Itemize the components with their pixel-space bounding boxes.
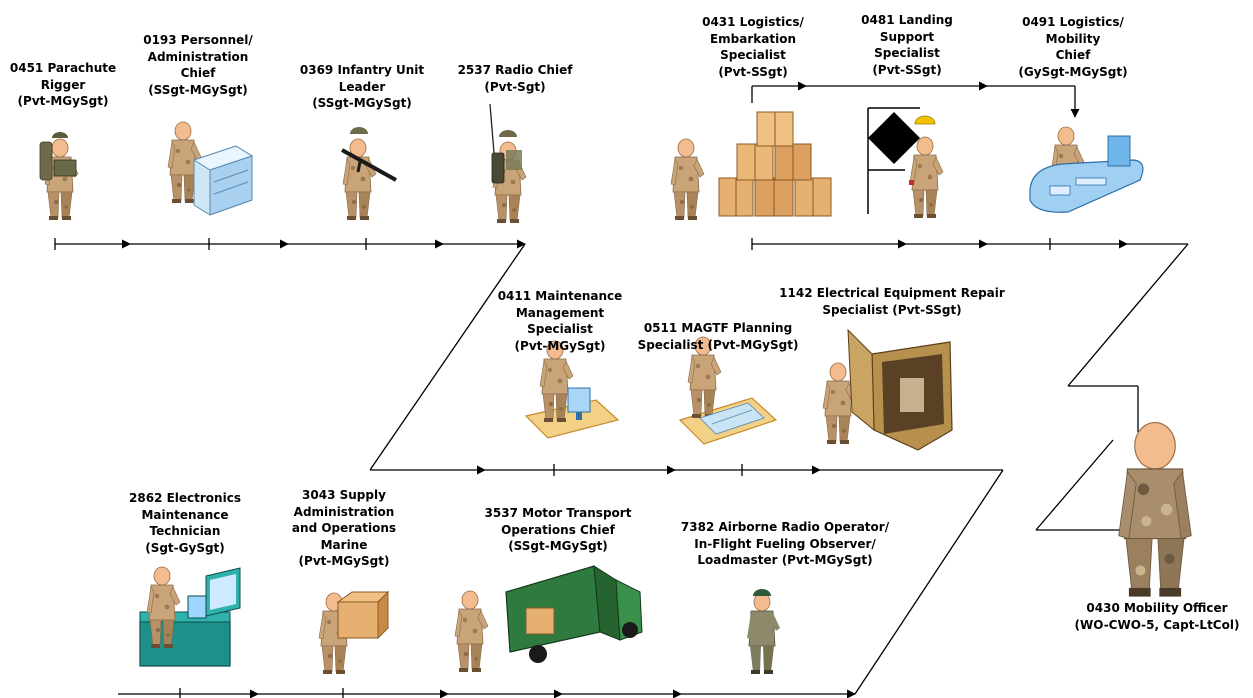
- icon-0481-landing-sign: [867, 107, 944, 219]
- label-line: In-Flight Fueling Observer/: [694, 536, 876, 551]
- label-line: Specialist (Pvt-SSgt): [822, 302, 962, 317]
- label-line: 0193 Personnel/: [143, 33, 253, 47]
- label-line: Marine: [320, 537, 368, 552]
- label-line: (Pvt-MGySgt): [514, 338, 606, 353]
- icon-0451-parachute-rigger: [39, 132, 79, 221]
- label-line: 0451 Parachute: [9, 61, 117, 75]
- label-line: Mobility: [1045, 31, 1101, 46]
- label-3537: 3537 Motor Transport Operations Chief (S…: [475, 505, 641, 555]
- label-line: 0411 Maintenance: [497, 289, 623, 303]
- label-0491: 0491 Logistics/ Mobility Chief (GySgt-MG…: [1012, 14, 1134, 80]
- label-line: (Pvt-MGySgt): [17, 94, 109, 108]
- label-line: (GySgt-MGySgt): [1018, 64, 1128, 79]
- icon-2862-electronics-console: [139, 566, 241, 667]
- label-line: Specialist: [720, 48, 786, 62]
- label-line: 1142 Electrical Equipment Repair: [779, 286, 1005, 300]
- label-line: 7382 Airborne Radio Operator/: [680, 520, 890, 534]
- label-line: 2537 Radio Chief: [457, 63, 573, 77]
- label-line: Chief: [1055, 48, 1091, 62]
- label-line: (Pvt-Sgt): [484, 79, 546, 94]
- label-line: (Pvt-SSgt): [872, 62, 942, 77]
- icon-3043-supply-box: [318, 590, 390, 675]
- label-line: 0481 Landing: [861, 13, 953, 27]
- label-line: (Pvt-MGySgt): [298, 554, 390, 568]
- label-0451: 0451 Parachute Rigger (Pvt-MGySgt): [0, 60, 126, 110]
- icon-3537-truck: [454, 565, 643, 673]
- label-0193: 0193 Personnel/ Administration Chief (SS…: [130, 32, 266, 98]
- label-line: Rigger: [40, 77, 86, 92]
- label-line: (WO-CWO-5, Capt-LtCol): [1074, 617, 1240, 632]
- icon-7382-flight-crew: [747, 589, 780, 674]
- icon-0369-rifle-soldier: [341, 127, 397, 221]
- icon-0430-mobility-officer: [1118, 422, 1192, 597]
- label-line: 0511 MAGTF Planning: [643, 321, 793, 335]
- icon-0511-planning-table: [678, 336, 778, 445]
- label-line: (Sgt-GySgt): [145, 540, 225, 555]
- label-line: (SSgt-MGySgt): [508, 539, 608, 553]
- label-1142: 1142 Electrical Equipment Repair Special…: [772, 285, 1012, 318]
- icon-0193-copier: [167, 121, 254, 216]
- label-0430: 0430 Mobility Officer (WO-CWO-5, Capt-Lt…: [1062, 600, 1252, 633]
- label-line: Embarkation: [709, 31, 797, 46]
- label-0411: 0411 Maintenance Management Specialist (…: [492, 288, 628, 354]
- label-line: 3537 Motor Transport: [484, 506, 632, 520]
- label-2862: 2862 Electronics Maintenance Technician …: [120, 490, 250, 556]
- label-line: Leader: [338, 79, 386, 94]
- icon-0491-workstation: [1029, 126, 1144, 213]
- label-0431: 0431 Logistics/ Embarkation Specialist (…: [690, 14, 816, 80]
- label-line: Operations Chief: [501, 522, 615, 537]
- label-line: Specialist: [527, 322, 593, 336]
- label-3043: 3043 Supply Administration and Operation…: [282, 487, 406, 570]
- icon-0431-boxes: [670, 111, 832, 221]
- label-line: 0431 Logistics/: [702, 15, 804, 29]
- icon-0411-computer-desk: [524, 340, 620, 439]
- label-line: Support: [879, 29, 935, 44]
- label-line: Specialist: [874, 46, 940, 60]
- label-line: Maintenance: [141, 507, 229, 522]
- label-line: 0491 Logistics/: [1022, 15, 1124, 29]
- label-line: Loadmaster (Pvt-MGySgt): [697, 553, 873, 567]
- label-line: Administration: [293, 504, 395, 519]
- label-line: (SSgt-MGySgt): [148, 82, 248, 97]
- label-7382: 7382 Airborne Radio Operator/ In-Flight …: [668, 519, 902, 569]
- connector-lines: [54, 81, 1189, 698]
- label-line: Specialist (Pvt-MGySgt): [637, 337, 799, 352]
- label-line: 2862 Electronics: [129, 491, 241, 505]
- label-line: Management: [515, 305, 605, 320]
- label-line: Technician: [149, 524, 221, 538]
- label-line: (Pvt-SSgt): [718, 64, 788, 79]
- label-line: 0369 Infantry Unit: [299, 63, 425, 77]
- icon-1142-electrical-panel: [822, 328, 953, 451]
- label-line: and Operations: [291, 521, 397, 535]
- label-0481: 0481 Landing Support Specialist (Pvt-SSg…: [852, 12, 962, 78]
- label-line: Administration: [147, 49, 249, 64]
- label-2537: 2537 Radio Chief (Pvt-Sgt): [455, 62, 575, 95]
- label-line: Chief: [180, 66, 216, 80]
- label-line: 0430 Mobility Officer: [1086, 601, 1228, 615]
- icon-2537-radio-soldier: [489, 103, 527, 224]
- label-0369: 0369 Infantry Unit Leader (SSgt-MGySgt): [295, 62, 429, 112]
- label-line: (SSgt-MGySgt): [312, 96, 412, 110]
- label-line: 3043 Supply: [302, 488, 386, 502]
- label-0511: 0511 MAGTF Planning Specialist (Pvt-MGyS…: [628, 320, 808, 353]
